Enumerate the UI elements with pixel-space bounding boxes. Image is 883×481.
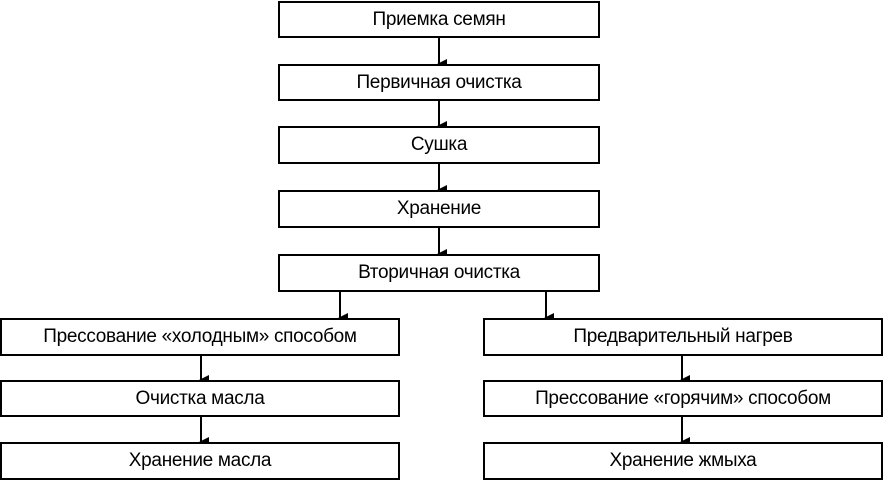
step-cold-pressing: Прессование «холодным» способом — [0, 318, 400, 356]
step-primary-cleaning: Первичная очистка — [278, 64, 600, 101]
step-drying: Сушка — [278, 126, 600, 164]
step-preheating: Предварительный нагрев — [483, 318, 883, 356]
step-secondary-cleaning: Вторичная очистка — [278, 254, 600, 292]
step-hot-pressing: Прессование «горячим» способом — [483, 380, 883, 417]
step-cake-storage: Хранение жмыха — [483, 442, 883, 480]
step-storage: Хранение — [278, 190, 600, 228]
step-oil-storage: Хранение масла — [0, 442, 400, 480]
step-receive-seeds: Приемка семян — [278, 1, 600, 38]
step-oil-cleaning: Очистка масла — [0, 380, 400, 417]
